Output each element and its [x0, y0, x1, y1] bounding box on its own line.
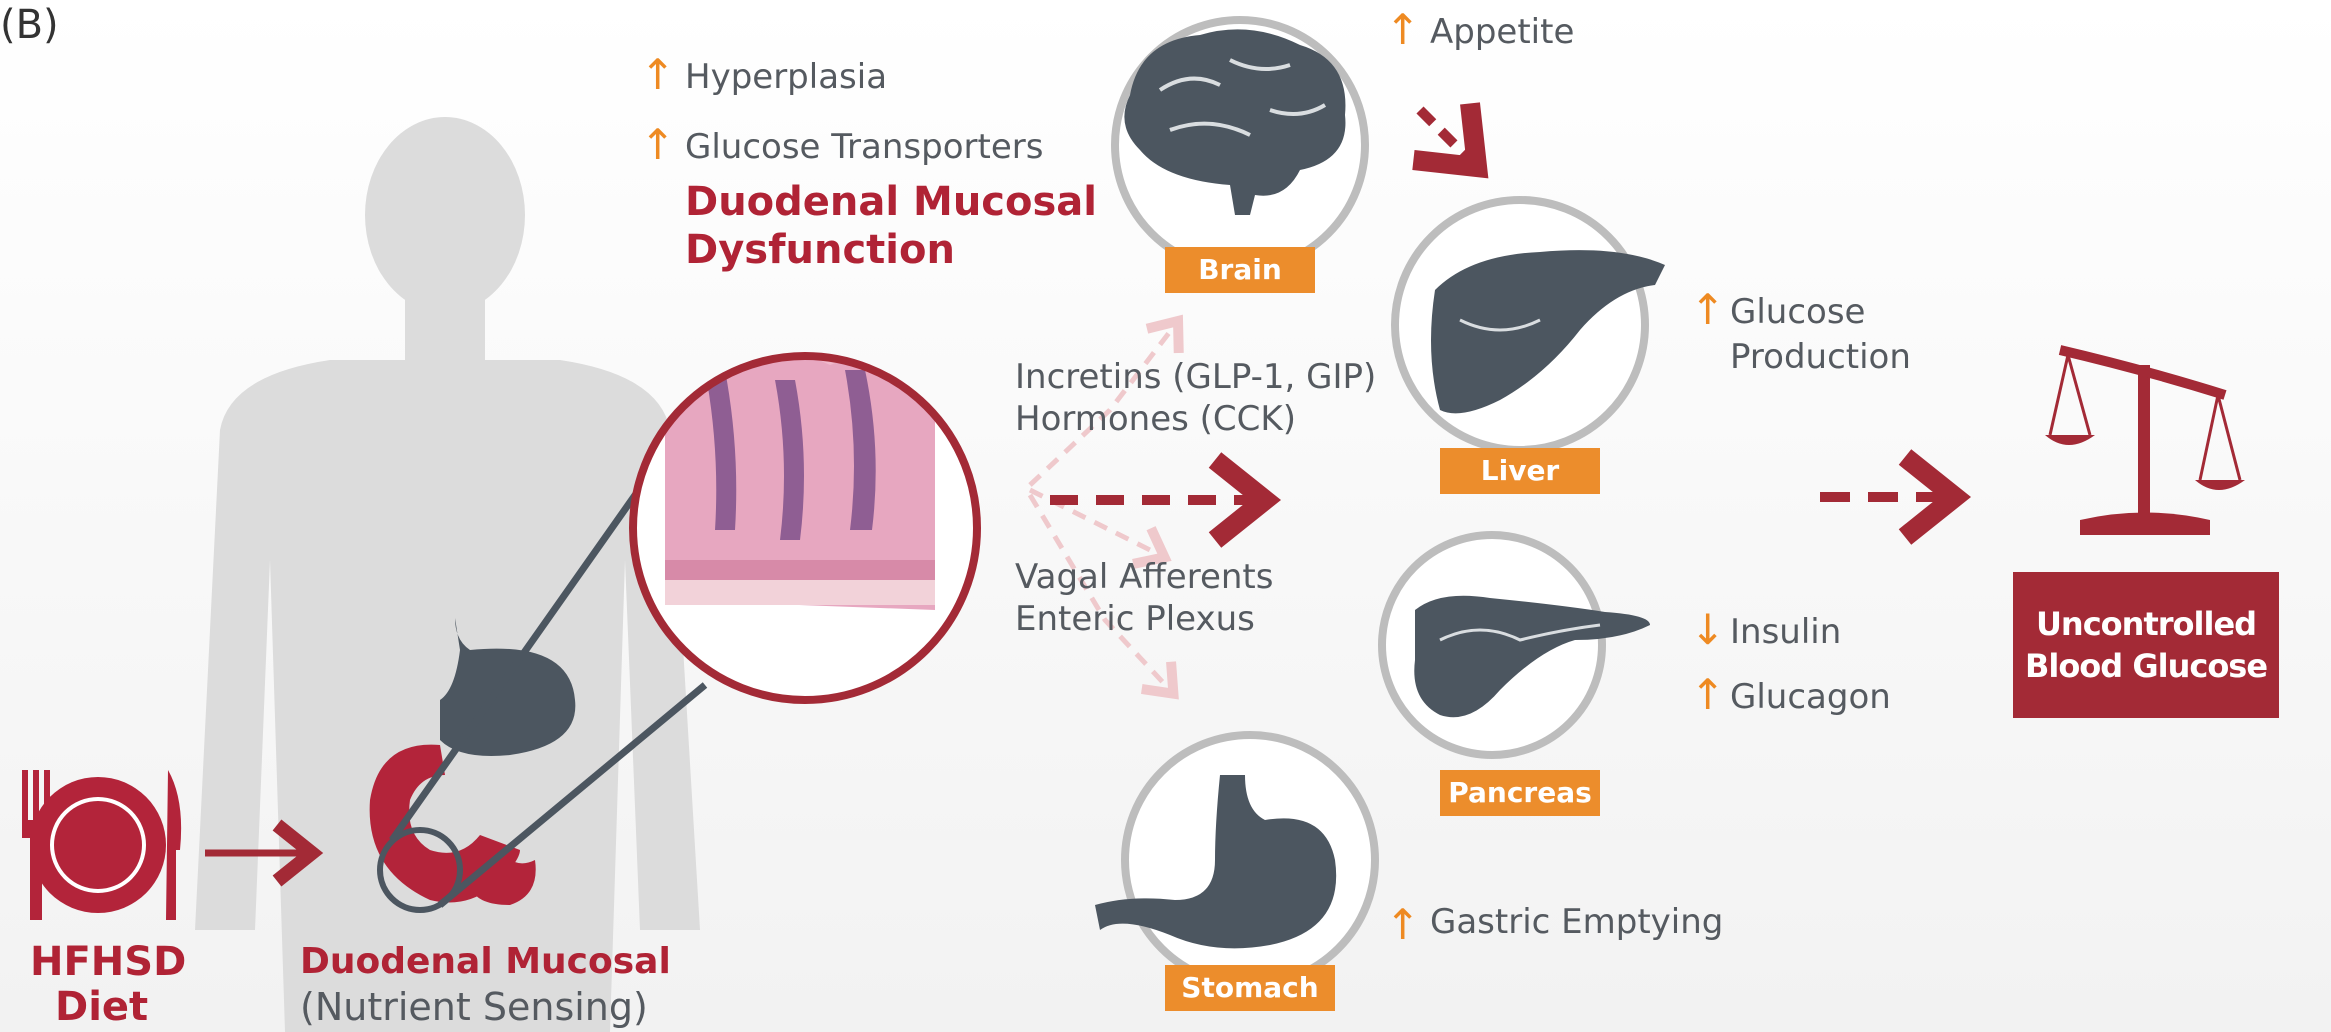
outcome-box: Uncontrolled Blood Glucose	[2013, 572, 2279, 718]
arrow-brain-to-liver	[1420, 110, 1470, 160]
pancreas-effect-insulin: Insulin	[1730, 610, 1841, 654]
stomach-label: Stomach	[1165, 965, 1335, 1011]
outcome-line2: Blood Glucose	[2013, 645, 2279, 687]
pancreas-effect-glucagon: Glucagon	[1730, 675, 1891, 719]
diet-label-line1: HFHSD	[30, 938, 186, 986]
dysfunction-title-line2: Dysfunction	[685, 226, 955, 274]
effect-glucose-transporters: Glucose Transporters	[685, 125, 1043, 169]
panel-label: (B)	[0, 0, 59, 50]
liver-effect-line2: Production	[1730, 335, 1911, 379]
brain-label: Brain	[1165, 247, 1315, 293]
up-arrow-icon: ↑	[1690, 285, 1725, 334]
diet-label-line2: Diet	[55, 983, 148, 1031]
effect-hyperplasia: Hyperplasia	[685, 55, 887, 99]
signal-incretins: Incretins (GLP-1, GIP)	[1015, 355, 1376, 399]
duodenal-label: Duodenal Mucosal	[300, 938, 671, 986]
up-arrow-icon: ↑	[640, 50, 675, 99]
up-arrow-icon: ↑	[640, 120, 675, 169]
pancreas-label: Pancreas	[1440, 770, 1600, 816]
up-arrow-icon: ↑	[1385, 5, 1420, 54]
stomach-effect: Gastric Emptying	[1430, 900, 1723, 944]
signal-vagal: Vagal Afferents	[1015, 555, 1273, 599]
liver-label: Liver	[1440, 448, 1600, 494]
mucosa-tissue-image	[665, 321, 935, 610]
down-arrow-icon: ↓	[1690, 605, 1725, 654]
signal-hormones: Hormones (CCK)	[1015, 397, 1296, 441]
signal-enteric: Enteric Plexus	[1015, 597, 1255, 641]
plate-icon	[30, 777, 166, 913]
outcome-line1: Uncontrolled	[2013, 603, 2279, 645]
up-arrow-icon: ↑	[1385, 900, 1420, 949]
duodenal-subtitle: (Nutrient Sensing)	[300, 985, 648, 1029]
knife-icon	[166, 770, 181, 920]
dysfunction-title-line1: Duodenal Mucosal	[685, 178, 1097, 226]
liver-effect-line1: Glucose	[1730, 290, 1865, 334]
brain-effect: Appetite	[1430, 10, 1574, 54]
scale-icon	[2045, 350, 2245, 535]
up-arrow-icon: ↑	[1690, 670, 1725, 719]
